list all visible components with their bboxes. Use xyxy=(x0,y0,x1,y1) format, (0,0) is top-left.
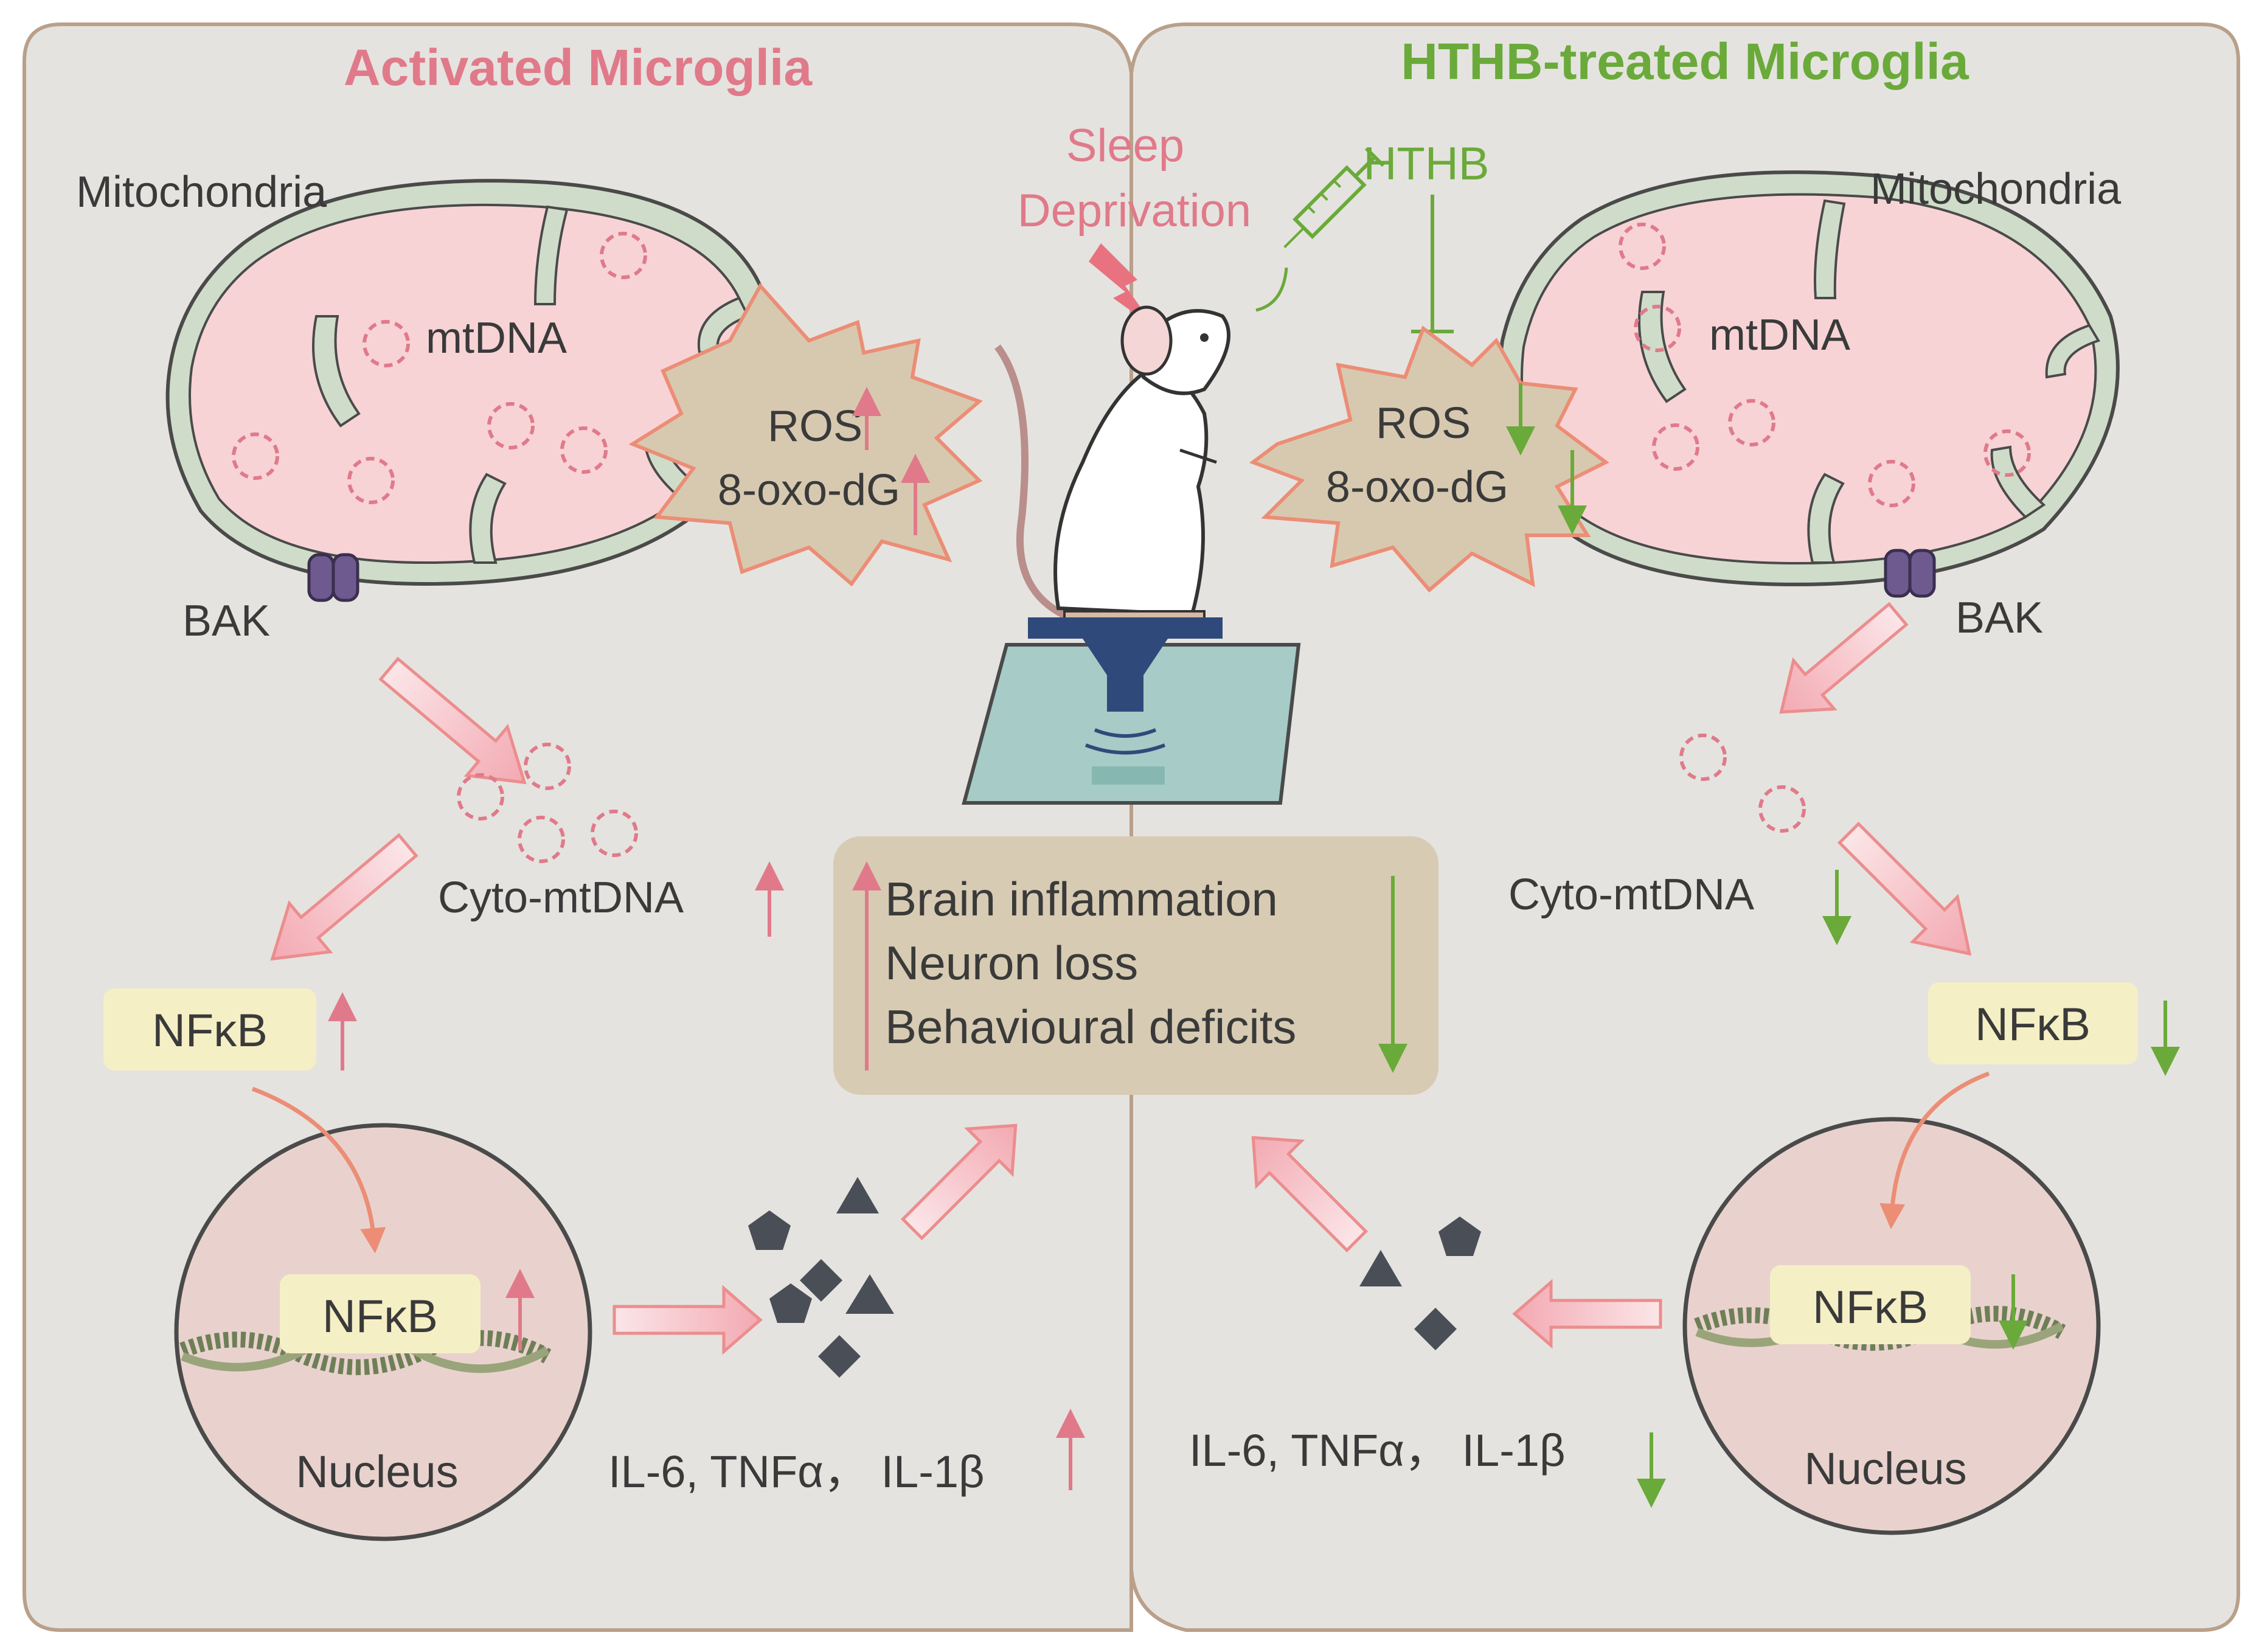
left-arrow-nucleus-to-cytokines xyxy=(612,1285,763,1355)
mtdna-circle xyxy=(600,232,647,279)
mtdna-circle xyxy=(487,402,535,449)
right-cyto-label: Cyto-mtDNA xyxy=(1508,870,1754,919)
outcome-neuron-loss: Neuron loss xyxy=(885,936,1138,990)
right-cytokine-shapes xyxy=(1359,1216,1481,1350)
left-ros-burst xyxy=(628,282,983,587)
right-cyto-mtdna xyxy=(1679,734,1806,833)
left-cyto-label: Cyto-mtDNA xyxy=(438,873,684,922)
outcomes-box xyxy=(833,836,1438,1095)
right-nfkb-label: NFκB xyxy=(1975,999,2091,1050)
left-arrow-to-outcomes xyxy=(900,1123,1018,1241)
right-arrow-nucleus-to-cytokines xyxy=(1512,1279,1662,1349)
right-mtdna-label: mtDNA xyxy=(1709,311,1850,359)
right-nfkb-translocation-arrow xyxy=(1879,1071,1990,1229)
left-nuc-nfkb-label: NFκB xyxy=(322,1291,438,1342)
right-nuc-nfkb-label: NFκB xyxy=(1813,1282,1928,1333)
right-nfkb-box xyxy=(1928,982,2138,1064)
right-arrow-cyto-to-nfkb xyxy=(1837,821,1972,956)
left-cytokines-label: IL-6, TNFα， IL-1β xyxy=(608,1446,985,1497)
outcome-behavioural-deficits: Behavioural deficits xyxy=(885,1000,1296,1053)
left-nfkb-box xyxy=(103,988,316,1071)
syringe-icon xyxy=(1283,147,1385,248)
outcome-brain-inflammation: Brain inflammation xyxy=(885,872,1278,926)
right-bak-channel xyxy=(1884,549,1936,598)
left-nfkb-label: NFκB xyxy=(152,1005,268,1057)
right-nuc-nfkb-box xyxy=(1770,1265,1971,1344)
right-mito-label: Mitochondria xyxy=(1870,165,2122,213)
left-cyto-mtdna xyxy=(457,743,638,863)
right-arrow-to-outcomes xyxy=(1251,1136,1369,1253)
right-mitochondrion xyxy=(1497,170,2120,586)
platform xyxy=(962,617,1301,805)
left-arrow-cyto-to-nfkb xyxy=(270,833,418,961)
injection-line xyxy=(1255,267,1288,312)
left-mitochondrion xyxy=(165,179,770,586)
left-panel-title: Activated Microglia xyxy=(344,39,813,96)
mtdna-circle xyxy=(347,457,395,504)
right-cytokines-label: IL-6, TNFα， IL-1β xyxy=(1189,1425,1566,1476)
right-nucleus-label: Nucleus xyxy=(1804,1443,1966,1494)
sleep-label-line1: Sleep xyxy=(1066,120,1184,172)
right-oxo-label: 8-oxo-dG xyxy=(1326,463,1508,512)
right-bak-label: BAK xyxy=(1955,594,2043,642)
right-arrow-bak-to-cyto xyxy=(1779,602,1909,714)
left-nucleus-label: Nucleus xyxy=(296,1446,458,1497)
mtdna-circle xyxy=(560,426,608,474)
mtdna-circle xyxy=(232,432,279,480)
left-cytokine-shapes xyxy=(748,1177,894,1378)
left-bak-channel xyxy=(307,553,359,602)
left-nuc-nfkb-box xyxy=(280,1274,481,1353)
left-mito-label: Mitochondria xyxy=(76,168,327,217)
left-oxo-label: 8-oxo-dG xyxy=(718,466,900,515)
left-nfkb-translocation-arrow xyxy=(251,1086,386,1254)
left-mtdna-label: mtDNA xyxy=(426,314,567,363)
right-ros-label: ROS xyxy=(1376,399,1471,448)
left-bak-label: BAK xyxy=(182,597,270,645)
right-panel-title: HTHB-treated Microglia xyxy=(1401,33,1969,90)
left-ros-label: ROS xyxy=(768,402,862,451)
hthb-label: HTHB xyxy=(1364,138,1490,190)
mtdna-circle xyxy=(363,320,410,367)
sleep-label-line2: Deprivation xyxy=(1018,185,1251,237)
